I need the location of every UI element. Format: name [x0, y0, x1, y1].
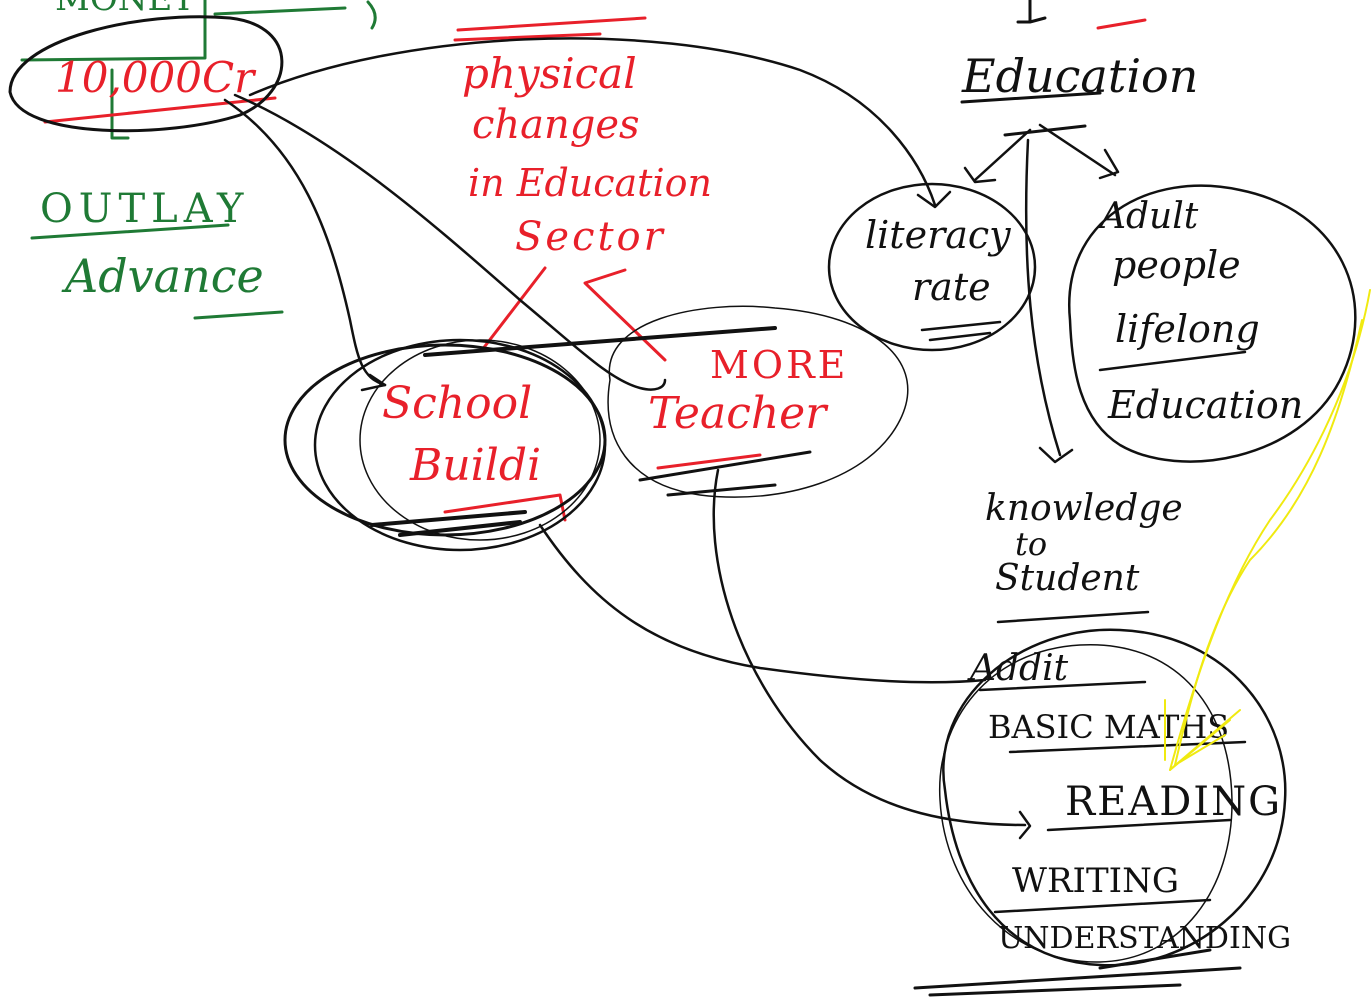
understanding-underlines — [913, 948, 1242, 997]
knowledge-line1: knowledge — [985, 488, 1183, 529]
physical-line4: Sector — [515, 214, 666, 260]
education-to-adult-arrow — [1038, 123, 1120, 180]
adult-underline — [1098, 350, 1247, 372]
school-line1: School — [382, 378, 532, 429]
skills-circle-outer — [942, 628, 1287, 967]
understanding-label: UNDERSTANDING — [998, 921, 1291, 956]
skills-circle-inner — [938, 644, 1233, 963]
amount-tick — [110, 68, 130, 140]
reading-underline — [1046, 818, 1232, 832]
money-table-lines — [20, 0, 207, 62]
writing-underline — [993, 898, 1212, 914]
physical-line2: changes — [472, 102, 640, 148]
outlay-underline — [30, 223, 230, 240]
education-to-literacy-arrow — [963, 128, 1032, 184]
money-to-literacy-arrow — [248, 37, 937, 207]
money-circle — [8, 15, 284, 133]
teacher-circle — [607, 305, 909, 498]
reading-arrowhead — [1018, 810, 1032, 840]
school-underlines — [370, 326, 777, 537]
adult-line3: lifelong — [1115, 307, 1260, 351]
amount-underline — [43, 96, 277, 124]
education-top-arrow — [1016, 0, 1047, 24]
yellow-stroke-1 — [1169, 289, 1371, 771]
school-circle-inner — [359, 339, 601, 541]
knowledge-line2: to — [1015, 525, 1047, 563]
literacy-line1: literacy — [865, 213, 1011, 257]
literacy-underlines — [920, 320, 1002, 342]
branch-to-school — [480, 266, 547, 352]
adult-circle — [1067, 184, 1357, 463]
adult-line1: Adult — [1097, 196, 1199, 237]
literacy-circle — [827, 182, 1037, 352]
advance-underline — [193, 310, 284, 320]
amount-value: 10,000Cr — [55, 53, 257, 102]
more-label: MORE — [710, 343, 848, 387]
basic-maths-label: BASIC MATHS — [988, 708, 1229, 746]
knowledge-line3: Student — [995, 558, 1140, 599]
yellow-stroke-2 — [1174, 319, 1363, 766]
physical-line3: in Education — [468, 161, 712, 205]
teacher-red-underline — [656, 453, 762, 470]
yellow-highlight — [1164, 289, 1371, 771]
black-ink: Education literacy rate Adult people lif… — [8, 0, 1357, 997]
branch-to-teacher — [583, 268, 667, 362]
literacy-arrowhead — [916, 190, 952, 209]
green-notes: MONEY OUTLAY Advance — [20, 0, 377, 320]
money-bracket — [366, 0, 377, 30]
knowledge-underline — [996, 610, 1150, 624]
teacher-underlines — [638, 450, 812, 497]
teacher-to-reading-arrow — [712, 468, 1027, 827]
addit-label: Addit — [967, 648, 1069, 689]
yellow-arrowhead — [1164, 699, 1241, 771]
top-red-strokes — [453, 16, 1147, 42]
writing-label: WRITING — [1012, 861, 1179, 901]
teacher-label: Teacher — [648, 388, 829, 439]
school-circle-mid — [313, 338, 607, 552]
money-to-teacher-arrow — [233, 93, 667, 391]
money-underline — [213, 6, 347, 16]
physical-line1: physical — [462, 49, 637, 98]
outlay-label: OUTLAY — [40, 186, 249, 232]
basic-maths-underline — [1008, 740, 1247, 754]
education-underlines — [960, 91, 1102, 137]
school-arrowhead — [360, 373, 387, 392]
money-label: MONEY — [55, 0, 195, 19]
advance-label: Advance — [61, 249, 264, 303]
adult-line2: people — [1112, 243, 1241, 287]
addit-underline — [978, 680, 1147, 692]
school-to-basic-maths-arrow — [538, 523, 987, 684]
money-to-school-arrow — [223, 98, 387, 387]
literacy-line2: rate — [912, 265, 991, 309]
reading-label: READING — [1065, 779, 1282, 825]
red-notes: 10,000Cr physical changes in Education S… — [43, 16, 1147, 522]
education-to-knowledge-arrow — [1024, 138, 1074, 464]
adult-line4: Education — [1107, 383, 1303, 427]
school-line2: Buildi — [409, 440, 541, 491]
